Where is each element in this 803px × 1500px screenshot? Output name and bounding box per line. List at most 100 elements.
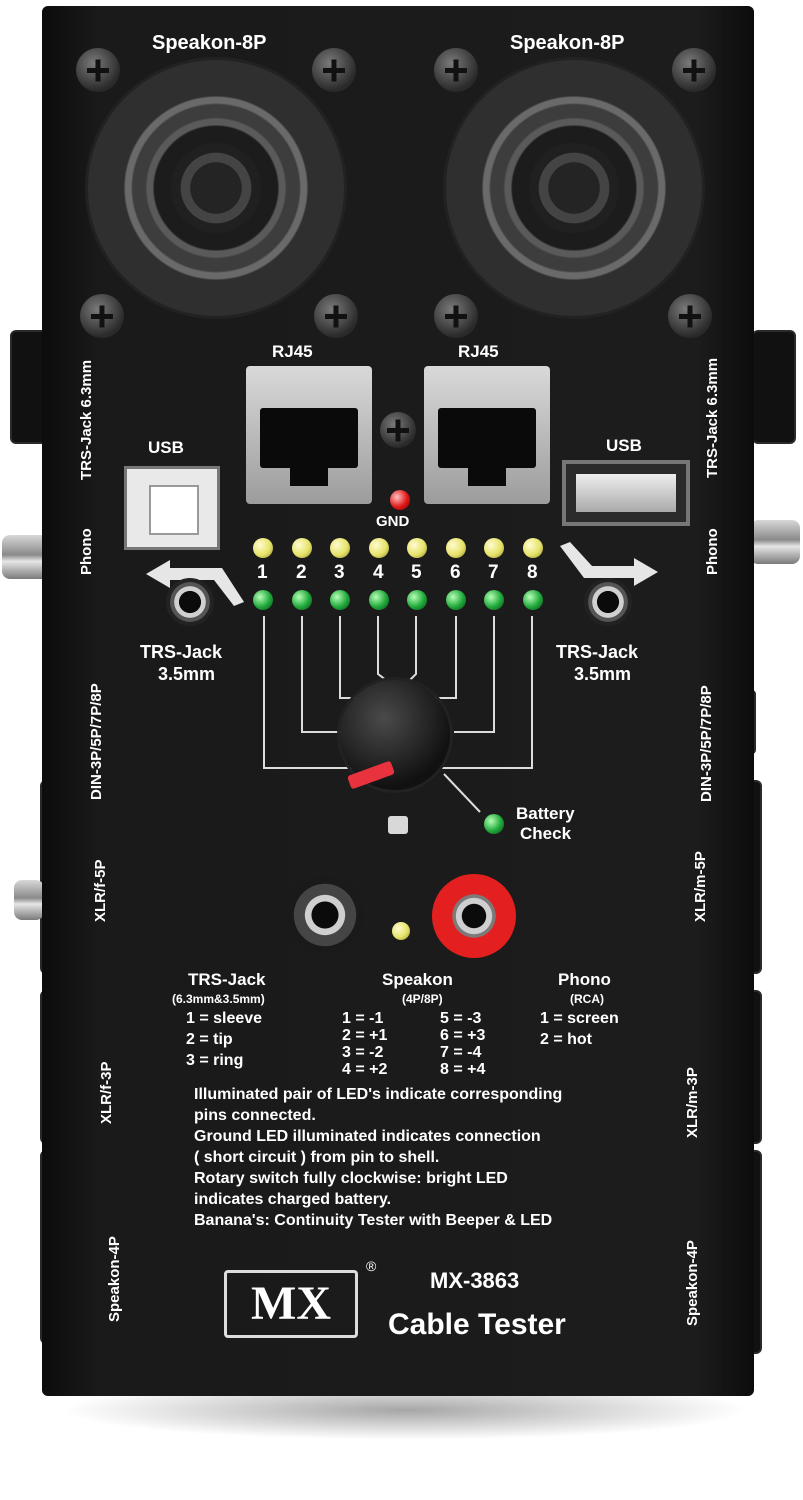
pin-led-yellow: [484, 538, 504, 558]
note-line: Rotary switch fully clockwise: bright LE…: [194, 1170, 508, 1187]
screw-icon: [314, 294, 358, 338]
pin-led-green: [292, 590, 312, 610]
knob-indicator-slot: [388, 816, 408, 834]
pin-led-green: [523, 590, 543, 610]
gnd-led: [390, 490, 410, 510]
phono-right-label: Phono: [704, 528, 721, 575]
pin-number-label: 2: [296, 562, 307, 583]
legend-speakon-item: 1 = -1: [342, 1010, 384, 1027]
speakon4-right-label: Speakon-4P: [684, 1240, 701, 1326]
legend-phono-title: Phono: [558, 970, 611, 989]
screw-icon: [672, 48, 716, 92]
speakon-8p-right-label: Speakon-8P: [510, 32, 625, 54]
legend-speakon-title: Speakon: [382, 970, 453, 989]
trs-35-right-jack[interactable]: [584, 578, 632, 626]
pin-led-yellow: [369, 538, 389, 558]
legend-trs-title: TRS-Jack: [188, 970, 266, 989]
pin-number-label: 6: [450, 562, 461, 583]
usb-left-label: USB: [148, 438, 184, 457]
pin-number-label: 8: [527, 562, 538, 583]
pin-led-yellow: [330, 538, 350, 558]
check-label: Check: [520, 824, 572, 843]
din-left-label: DIN-3P/5P/7P/8P: [88, 683, 105, 800]
trs-63-front-jack[interactable]: [286, 876, 364, 954]
pin-led-green: [253, 590, 273, 610]
xlr-f5-left-label: XLR/f-5P: [92, 859, 109, 922]
trs-35-left-label-1: TRS-Jack: [140, 642, 223, 662]
usb-b-port[interactable]: [124, 466, 220, 550]
usb-a-port[interactable]: [562, 460, 690, 526]
pin-number-label: 3: [334, 562, 345, 583]
pin-led-yellow: [292, 538, 312, 558]
pin-number-label: 5: [411, 562, 422, 583]
battery-label: Battery: [516, 804, 575, 823]
battery-check-led: [484, 814, 504, 834]
pin-led-yellow: [446, 538, 466, 558]
continuity-led: [392, 922, 410, 940]
phono-right-rca: [750, 520, 800, 564]
trs-35-right-label-1: TRS-Jack: [556, 642, 639, 662]
selector-wiring-lines: [263, 616, 533, 769]
note-line: ( short circuit ) from pin to shell.: [194, 1149, 440, 1166]
legend-speakon-item: 5 = -3: [440, 1010, 482, 1027]
pin-number-label: 4: [373, 562, 384, 583]
legend-trs-item: 2 = tip: [186, 1031, 233, 1048]
screw-icon: [80, 294, 124, 338]
legend-speakon-sub: (4P/8P): [402, 992, 443, 1006]
legend-speakon-item: 7 = -4: [440, 1044, 482, 1061]
product-name: Cable Tester: [388, 1308, 566, 1341]
gnd-label: GND: [376, 513, 410, 530]
note-line: indicates charged battery.: [194, 1191, 392, 1208]
pin-led-green: [484, 590, 504, 610]
rj45-right-label: RJ45: [458, 342, 499, 361]
screw-icon: [668, 294, 712, 338]
pin-number-label: 7: [488, 562, 499, 583]
screw-icon: [434, 48, 478, 92]
xlr-latch-left: [14, 880, 44, 920]
trs-63-left-label: TRS-Jack 6.3mm: [78, 359, 95, 480]
usb-right-label: USB: [606, 436, 642, 455]
phono-left-label: Phono: [78, 528, 95, 575]
legend-phono-item: 1 = screen: [540, 1010, 619, 1027]
trs-63-right-label: TRS-Jack 6.3mm: [704, 357, 721, 478]
din-right-label: DIN-3P/5P/7P/8P: [698, 685, 715, 802]
trs-63-right-jack: [752, 330, 796, 444]
pin-led-green: [330, 590, 350, 610]
rj45-left-label: RJ45: [272, 342, 313, 361]
note-line: Banana's: Continuity Tester with Beeper …: [194, 1212, 553, 1229]
trs-35-left-jack[interactable]: [166, 578, 214, 626]
speakon-8p-left-label: Speakon-8P: [152, 32, 267, 54]
speakon-8p-left-socket[interactable]: [88, 60, 344, 316]
arrow-right-icon: [560, 542, 658, 586]
legend-speakon-item: 8 = +4: [440, 1061, 486, 1078]
legend-speakon-item: 3 = -2: [342, 1044, 384, 1061]
legend-trs-item: 3 = ring: [186, 1052, 244, 1069]
screw-icon: [76, 48, 120, 92]
model-number: MX-3863: [430, 1268, 520, 1293]
pin-led-green: [446, 590, 466, 610]
note-line: Illuminated pair of LED's indicate corre…: [194, 1086, 563, 1103]
speakon-8p-right-socket[interactable]: [446, 60, 702, 316]
screw-icon: [434, 294, 478, 338]
pin-led-green: [407, 590, 427, 610]
rj45-left-port[interactable]: [246, 366, 372, 504]
xlr-f3-left-label: XLR/f-3P: [98, 1061, 115, 1124]
xlr-m3-right-label: XLR/m-3P: [684, 1067, 701, 1138]
trs-35-right-label-2: 3.5mm: [574, 664, 632, 684]
screw-icon: [312, 48, 356, 92]
legend-speakon-item: 4 = +2: [342, 1061, 388, 1078]
trs-35-left-label-2: 3.5mm: [158, 664, 216, 684]
legend-phono-item: 2 = hot: [540, 1031, 593, 1048]
legend-speakon-item: 2 = +1: [342, 1027, 388, 1044]
pin-led-yellow: [407, 538, 427, 558]
pin-led-yellow: [523, 538, 543, 558]
registered-mark: ®: [366, 1258, 377, 1274]
legend-trs-sub: (6.3mm&3.5mm): [172, 992, 265, 1006]
banana-socket[interactable]: [432, 874, 516, 958]
rj45-right-port[interactable]: [424, 366, 550, 504]
pin-led-green: [369, 590, 389, 610]
screw-icon: [380, 412, 416, 448]
pin-number-label: 1: [257, 562, 268, 583]
pin-led-yellow: [253, 538, 273, 558]
battery-check-line: [443, 773, 481, 813]
